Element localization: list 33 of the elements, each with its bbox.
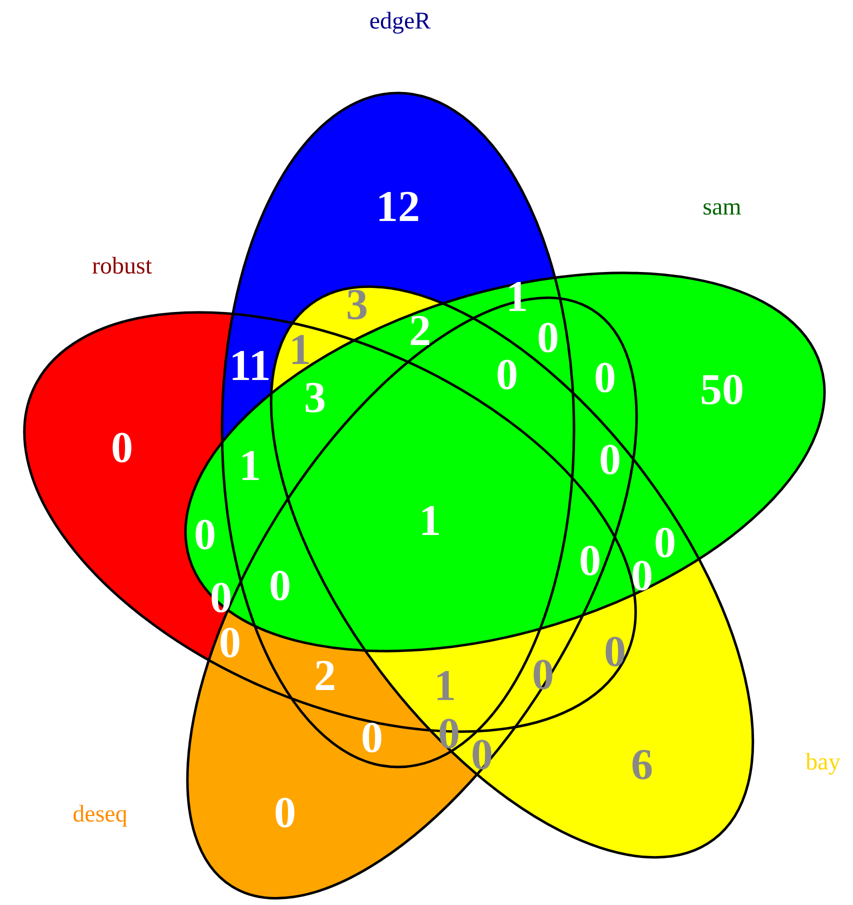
set-label: sam — [702, 194, 742, 222]
region-count: 12 — [376, 185, 420, 229]
region-count: 0 — [604, 630, 626, 674]
region-count: 3 — [346, 283, 368, 327]
region-count: 1 — [239, 444, 261, 488]
region-count: 2 — [314, 654, 336, 698]
region-count: 0 — [594, 356, 616, 400]
set-label: bay — [806, 750, 840, 776]
region-count: 11 — [229, 344, 271, 388]
region-count: 0 — [274, 791, 296, 835]
region-count: 1 — [419, 499, 441, 543]
region-count: 1 — [434, 664, 456, 708]
region-count: 3 — [304, 376, 326, 420]
region-count: 0 — [219, 621, 241, 665]
region-count: 6 — [631, 743, 653, 787]
set-label: edgeR — [369, 8, 431, 36]
region-count: 0 — [111, 426, 133, 470]
region-count: 2 — [409, 309, 431, 353]
region-count: 0 — [579, 539, 601, 583]
set-label: deseq — [72, 802, 128, 828]
region-count: 50 — [700, 368, 744, 412]
set-label: robust — [92, 254, 152, 280]
region-count: 0 — [496, 353, 518, 397]
region-count: 0 — [361, 716, 383, 760]
region-count: 0 — [471, 733, 493, 777]
region-count: 0 — [599, 438, 621, 482]
region-count: 0 — [654, 521, 676, 565]
region-count: 1 — [289, 328, 311, 372]
region-count: 0 — [194, 513, 216, 557]
region-count: 0 — [631, 554, 653, 598]
region-count: 0 — [532, 653, 554, 697]
region-count: 0 — [269, 564, 291, 608]
region-count: 0 — [537, 316, 559, 360]
